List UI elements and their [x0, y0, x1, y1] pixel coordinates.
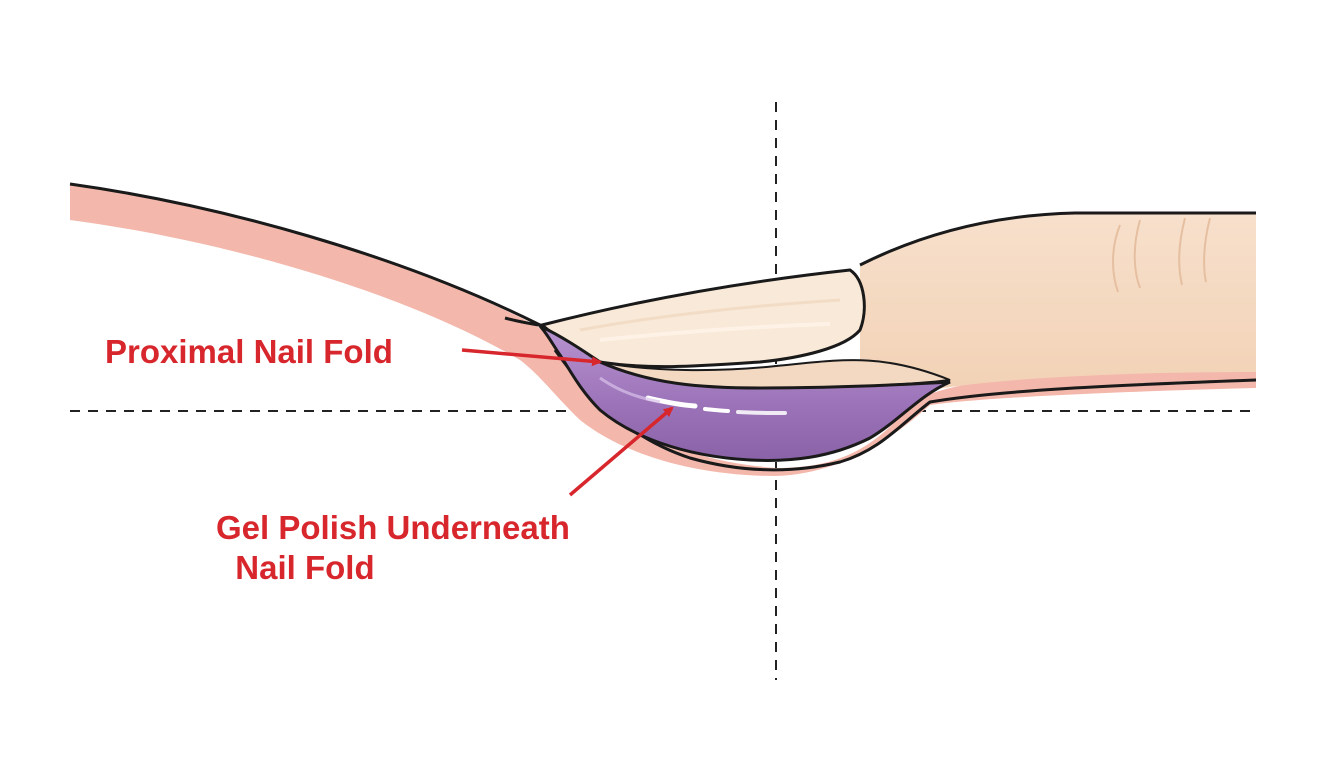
arrow-proximal-nail-fold	[461, 348, 602, 367]
gel-polish-pocket	[538, 324, 951, 462]
nail-plate	[538, 268, 866, 369]
label-proximal-nail-fold: Proximal Nail Fold	[105, 333, 393, 370]
label-gel-polish: Gel Polish Underneath Nail Fold	[216, 508, 570, 587]
finger-skin	[670, 213, 1256, 390]
proximal-fold-tissue	[70, 184, 1256, 476]
proximal-fold-outline	[69, 182, 541, 327]
label-gel-polish-line2: Nail Fold	[235, 548, 375, 586]
label-gel-polish-line1: Gel Polish Underneath	[216, 509, 570, 546]
cuticle-tip	[504, 316, 546, 328]
arrow-gel-polish	[568, 406, 674, 497]
finger-top-outline	[859, 211, 1256, 267]
